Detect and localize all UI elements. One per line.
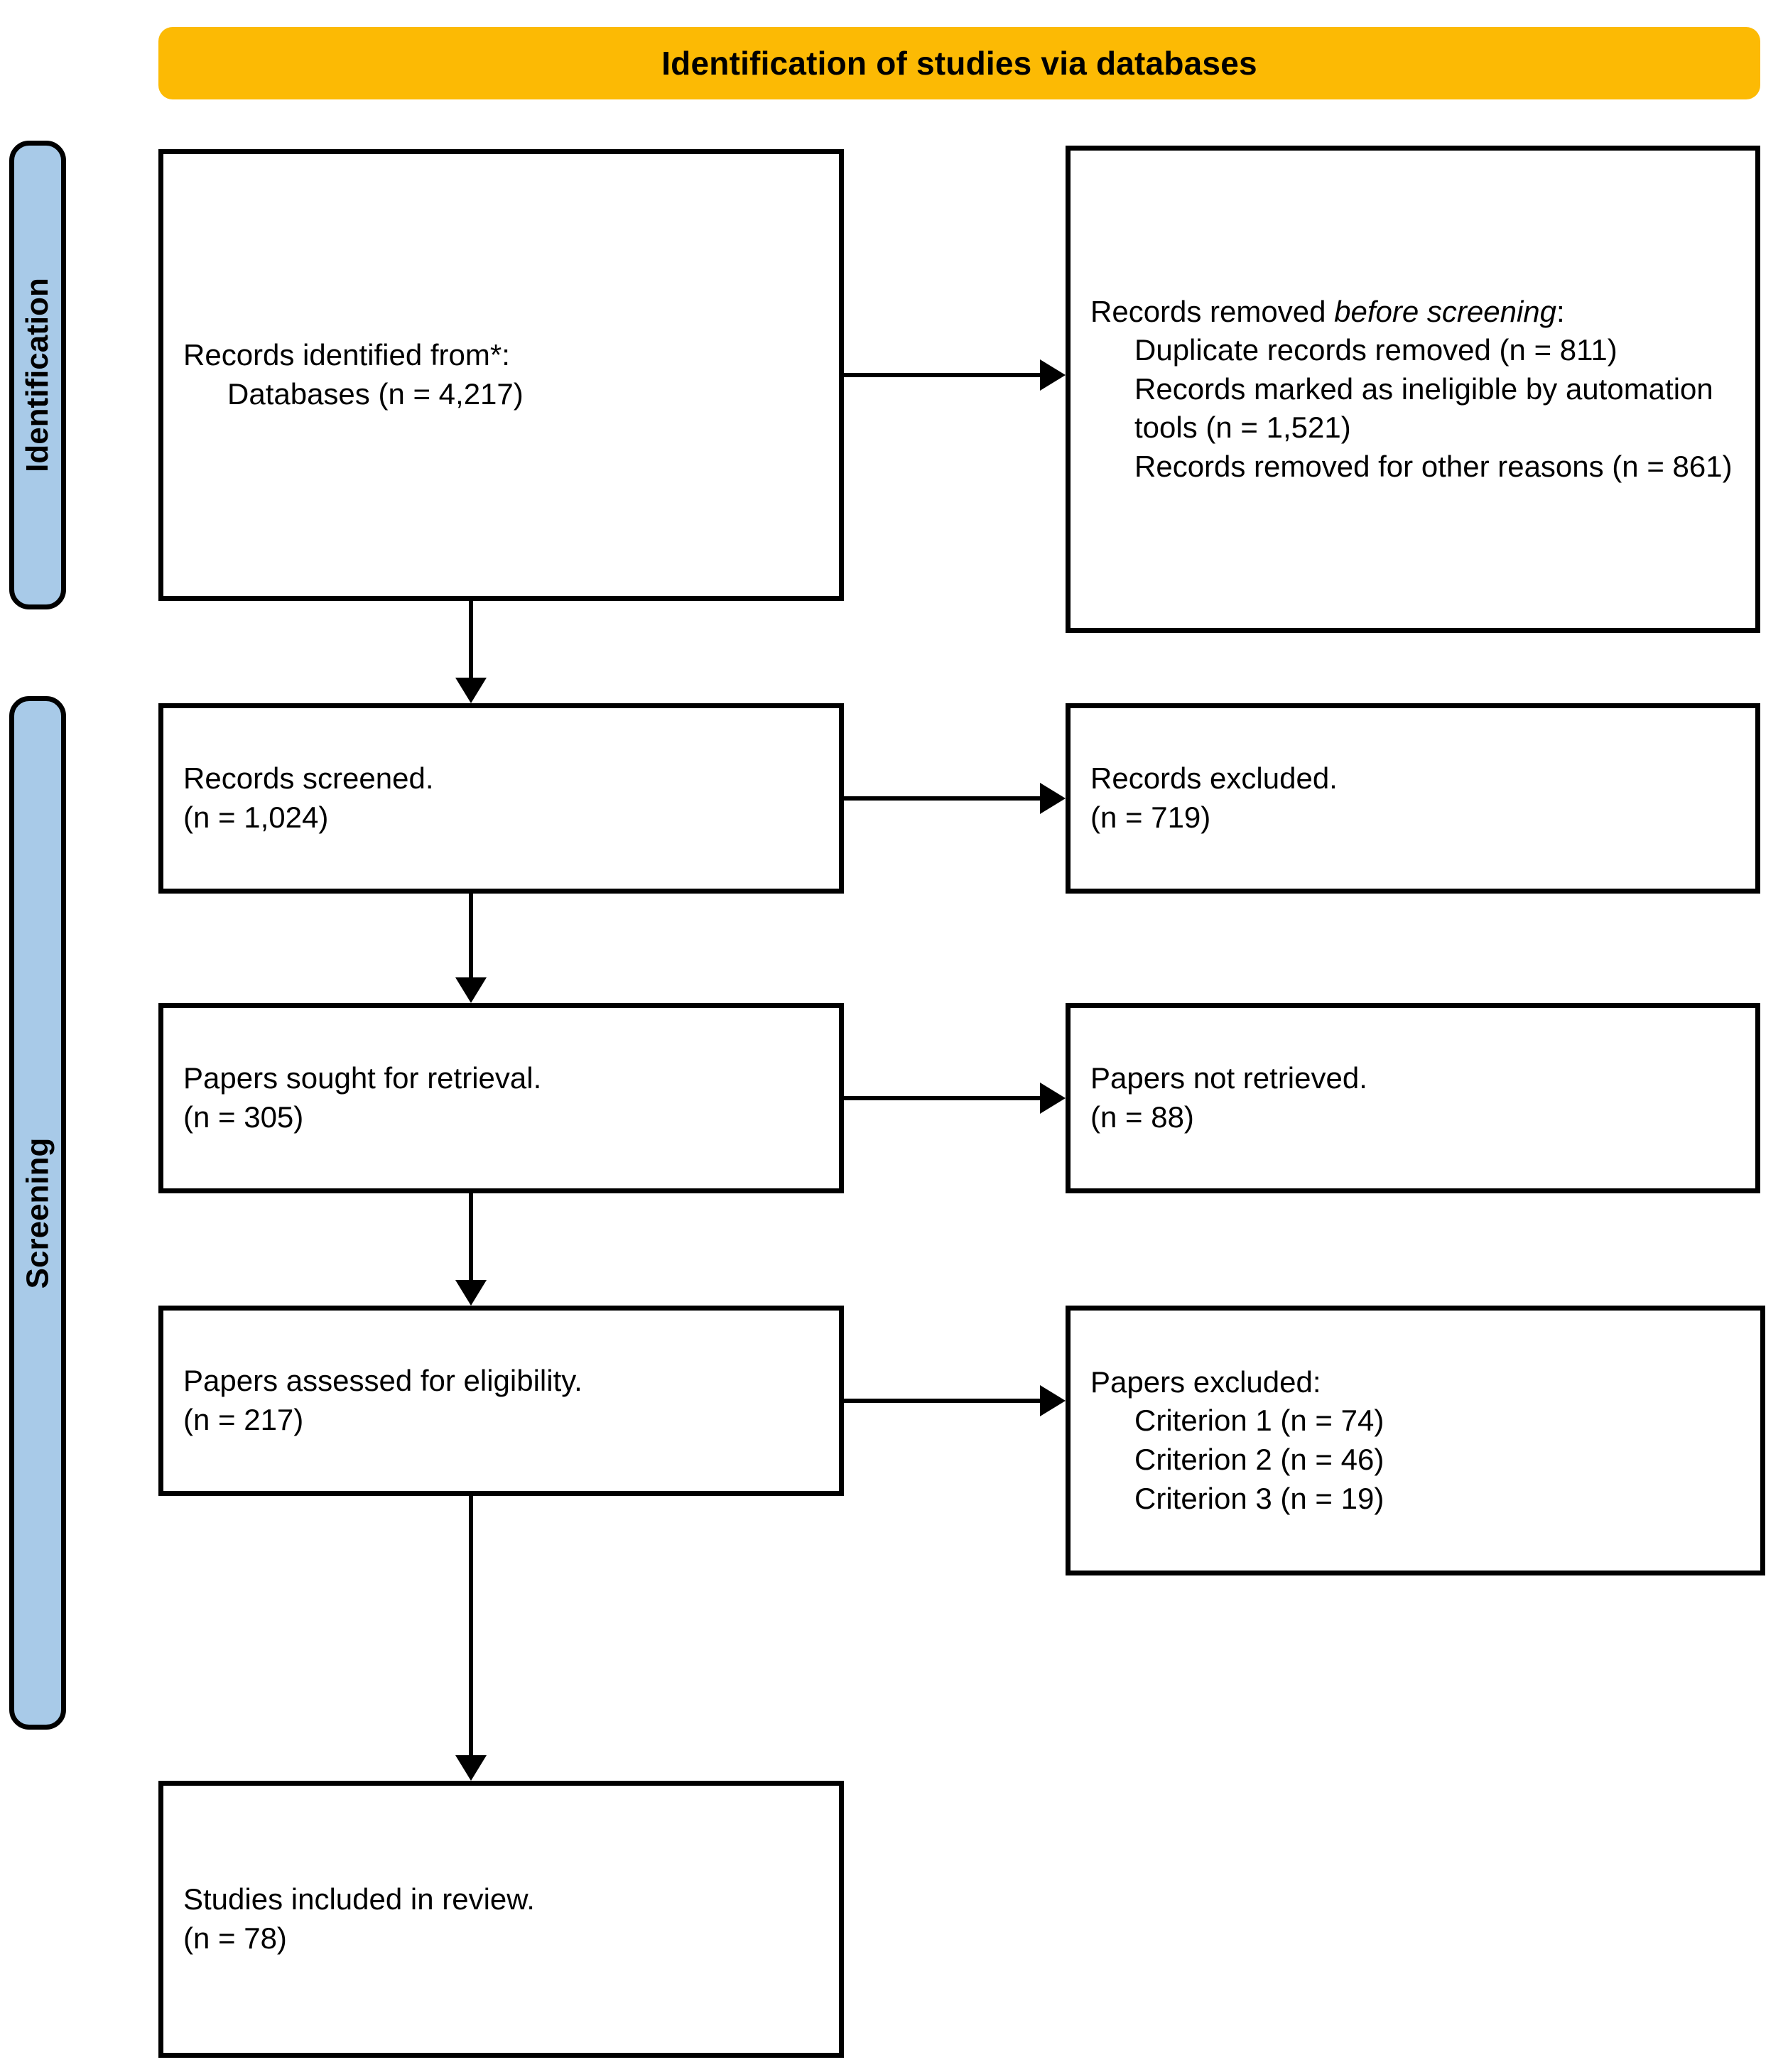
- studies-included-line1: Studies included in review.: [183, 1882, 535, 1916]
- banner-title: Identification of studies via databases: [661, 45, 1257, 82]
- records-excluded-line1: Records excluded.: [1090, 761, 1338, 796]
- stage-label-screening: Screening: [20, 1137, 55, 1289]
- papers-not-retrieved-line1: Papers not retrieved.: [1090, 1061, 1367, 1095]
- arrow-head: [455, 977, 487, 1003]
- arrow-shaft: [469, 601, 473, 678]
- box-papers-sought-for-retrieval: Papers sought for retrieval. (n = 305): [158, 1003, 844, 1193]
- records-removed-item-3: Records removed for other reasons (n = 8…: [1134, 449, 1733, 483]
- arrow-identified-to-removed-icon: [844, 359, 1066, 391]
- arrow-screened-to-sought-icon: [455, 894, 487, 1003]
- papers-not-retrieved-line2: (n = 88): [1090, 1100, 1194, 1134]
- box-records-excluded-text: Records excluded. (n = 719): [1090, 759, 1735, 837]
- papers-excluded-item-2: Criterion 2 (n = 46): [1134, 1443, 1384, 1476]
- papers-assessed-line2: (n = 217): [183, 1403, 304, 1436]
- stage-bar-screening: Screening: [9, 696, 66, 1730]
- box-papers-sought-text: Papers sought for retrieval. (n = 305): [183, 1059, 819, 1137]
- box-records-excluded: Records excluded. (n = 719): [1066, 703, 1760, 894]
- box-papers-assessed-text: Papers assessed for eligibility. (n = 21…: [183, 1362, 819, 1439]
- papers-excluded-heading: Papers excluded:: [1090, 1365, 1321, 1399]
- arrow-shaft: [844, 796, 1040, 801]
- arrow-shaft: [844, 1096, 1040, 1100]
- records-excluded-line2: (n = 719): [1090, 801, 1211, 834]
- arrow-head: [1040, 359, 1066, 391]
- banner-identification-via-databases: Identification of studies via databases: [158, 27, 1760, 99]
- box-records-screened: Records screened. (n = 1,024): [158, 703, 844, 894]
- box-papers-not-retrieved-text: Papers not retrieved. (n = 88): [1090, 1059, 1735, 1137]
- arrow-shaft: [844, 373, 1040, 377]
- arrow-head: [455, 1755, 487, 1781]
- arrow-head: [455, 1280, 487, 1306]
- papers-assessed-line1: Papers assessed for eligibility.: [183, 1364, 582, 1398]
- records-removed-heading-italic: before screening: [1334, 294, 1557, 328]
- papers-excluded-item-1: Criterion 1 (n = 74): [1134, 1404, 1384, 1438]
- arrow-shaft: [469, 1193, 473, 1280]
- arrow-shaft: [844, 1399, 1040, 1403]
- arrow-head: [1040, 1385, 1066, 1416]
- records-identified-line1: Records identified from*:: [183, 338, 510, 372]
- records-removed-item-1: Duplicate records removed (n = 811): [1134, 333, 1617, 367]
- box-papers-not-retrieved: Papers not retrieved. (n = 88): [1066, 1003, 1760, 1193]
- records-removed-heading-colon: :: [1556, 294, 1565, 328]
- records-screened-line1: Records screened.: [183, 761, 434, 796]
- arrow-identified-to-screened-icon: [455, 601, 487, 703]
- records-identified-line2: Databases (n = 4,217): [227, 377, 524, 411]
- papers-excluded-item-3: Criterion 3 (n = 19): [1134, 1481, 1384, 1515]
- papers-sought-line1: Papers sought for retrieval.: [183, 1061, 542, 1095]
- box-papers-excluded-text: Papers excluded: Criterion 1 (n = 74) Cr…: [1090, 1363, 1740, 1518]
- stage-label-identification: Identification: [20, 278, 55, 472]
- box-records-identified: Records identified from*: Databases (n =…: [158, 149, 844, 601]
- box-studies-included-in-review: Studies included in review. (n = 78): [158, 1781, 844, 2058]
- box-records-removed-before-screening: Records removed before screening: Duplic…: [1066, 146, 1760, 633]
- records-removed-item-2: Records marked as ineligible by automati…: [1134, 371, 1713, 445]
- arrow-assessed-to-included-icon: [455, 1496, 487, 1781]
- box-records-removed-text: Records removed before screening: Duplic…: [1090, 293, 1735, 487]
- box-papers-assessed-for-eligibility: Papers assessed for eligibility. (n = 21…: [158, 1306, 844, 1496]
- arrow-head: [455, 678, 487, 703]
- arrow-head: [1040, 783, 1066, 814]
- studies-included-line2: (n = 78): [183, 1921, 287, 1955]
- arrow-sought-to-assessed-icon: [455, 1193, 487, 1306]
- arrow-head: [1040, 1083, 1066, 1114]
- arrow-assessed-to-papers-excluded-icon: [844, 1385, 1066, 1416]
- box-studies-included-text: Studies included in review. (n = 78): [183, 1880, 819, 1958]
- records-screened-line2: (n = 1,024): [183, 801, 329, 834]
- box-records-identified-text: Records identified from*: Databases (n =…: [183, 336, 819, 413]
- arrow-screened-to-excluded-icon: [844, 783, 1066, 814]
- arrow-sought-to-not-retrieved-icon: [844, 1083, 1066, 1114]
- box-papers-excluded: Papers excluded: Criterion 1 (n = 74) Cr…: [1066, 1306, 1765, 1575]
- arrow-shaft: [469, 1496, 473, 1755]
- stage-bar-identification: Identification: [9, 141, 66, 609]
- papers-sought-line2: (n = 305): [183, 1100, 304, 1134]
- arrow-shaft: [469, 894, 473, 977]
- box-records-screened-text: Records screened. (n = 1,024): [183, 759, 819, 837]
- records-removed-heading-plain: Records removed: [1090, 294, 1335, 328]
